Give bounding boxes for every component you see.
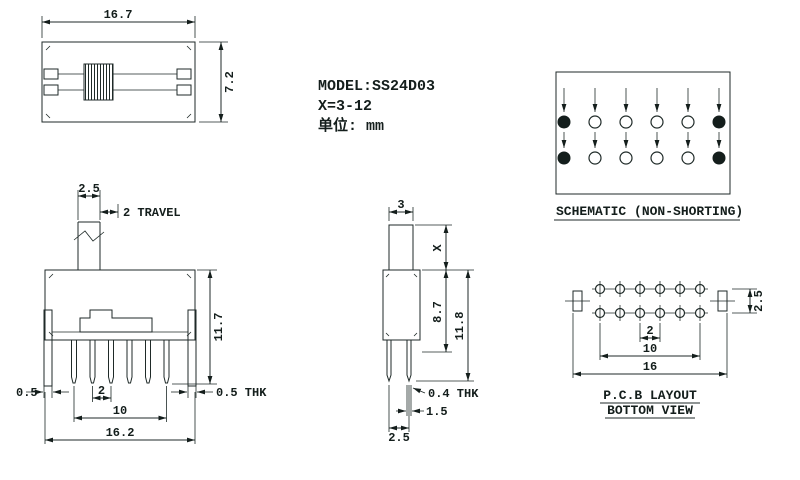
side-view: 3 X 8.7 11.8 0.4 THK 1.5 2.5 xyxy=(382,198,479,445)
model-text: MODEL:SS24D03 xyxy=(318,78,435,95)
front-pins xyxy=(71,340,170,384)
schematic-label: SCHEMATIC (NON-SHORTING) xyxy=(556,204,743,219)
pcb-dim-pitch: 2 xyxy=(646,324,653,338)
title-block: MODEL:SS24D03 X=3-12 单位: mm xyxy=(318,78,435,135)
pcb-label-line1: P.C.B LAYOUT xyxy=(603,388,697,403)
dim-bracket-thk: 0.5 xyxy=(16,386,38,400)
unit-text: 单位: mm xyxy=(318,116,384,135)
top-view: 16.7 7.2 xyxy=(41,8,237,123)
front-view: 2.5 2 TRAVEL 11.7 0.5 xyxy=(16,182,267,444)
slider-knob-top xyxy=(83,63,114,101)
dim-pin-tip: 1.5 xyxy=(426,405,448,419)
thk-pin-label: 0.4 THK xyxy=(428,387,479,401)
pcb-slot-right xyxy=(717,290,728,312)
bracket-right xyxy=(187,309,197,387)
dim-top-width: 16.7 xyxy=(104,8,133,22)
pcb-label-line2: BOTTOM VIEW xyxy=(607,403,693,418)
dim-side-knob: 3 xyxy=(397,198,404,212)
bracket-left xyxy=(43,309,53,387)
dim-actuator-height: X xyxy=(431,244,445,252)
dim-knob-width: 2.5 xyxy=(78,182,100,196)
schematic-terminals xyxy=(557,115,726,165)
dim-side-total-height: 11.8 xyxy=(453,312,467,341)
schematic-arrows xyxy=(561,88,722,148)
dim-front-height: 11.7 xyxy=(212,313,226,342)
pcb-slot-left xyxy=(572,290,583,312)
slider-front xyxy=(79,309,153,333)
dim-total-width: 16.2 xyxy=(106,426,135,440)
pcb-holes xyxy=(594,281,706,321)
dim-body-height: 8.7 xyxy=(431,301,445,323)
dim-side-pin-spacing: 2.5 xyxy=(388,431,410,445)
dim-pin-pitch: 2 xyxy=(98,384,105,398)
pcb-dim-span: 10 xyxy=(643,342,657,356)
dim-pin-span: 10 xyxy=(113,404,127,418)
pcb-dim-total: 16 xyxy=(643,360,657,374)
side-pins xyxy=(386,340,412,383)
thk-right-label: 0.5 THK xyxy=(216,386,267,400)
travel-label: 2 TRAVEL xyxy=(123,206,181,220)
x-range-text: X=3-12 xyxy=(318,98,372,115)
schematic-view: SCHEMATIC (NON-SHORTING) xyxy=(554,71,743,221)
pcb-layout: 2.5 2 10 16 P.C.B LAYOUT BOTTOM VIEW xyxy=(565,281,766,419)
dim-top-height: 7.2 xyxy=(223,71,237,93)
pcb-dim-row-spacing: 2.5 xyxy=(752,290,766,312)
break-symbol xyxy=(73,230,105,242)
